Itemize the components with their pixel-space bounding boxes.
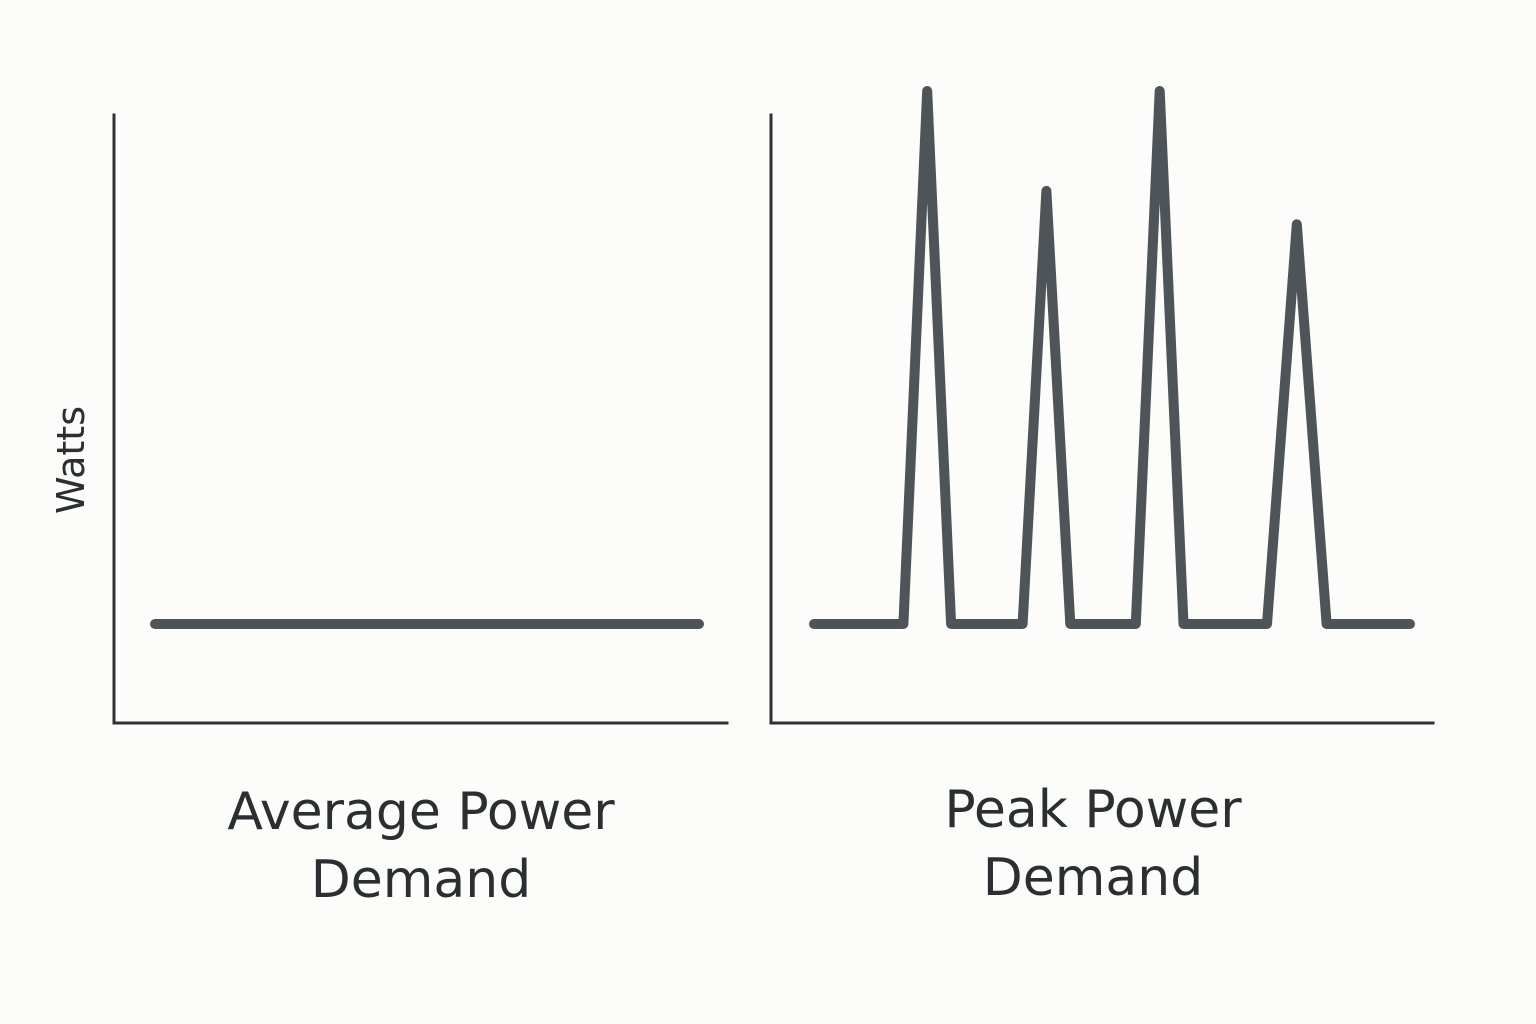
left-chart-title-line1: Average Power xyxy=(227,782,615,842)
right-panel xyxy=(769,86,1435,725)
peak-power-line xyxy=(809,86,1415,629)
right-chart-title: Peak Power Demand xyxy=(793,776,1393,912)
left-chart-title: Average Power Demand xyxy=(121,778,721,914)
right-chart-title-line1: Peak Power xyxy=(944,780,1242,840)
right-chart-title-line2: Demand xyxy=(982,848,1204,908)
left-panel xyxy=(112,113,729,725)
left-chart-title-line2: Demand xyxy=(310,850,532,910)
y-axis-label: Watts xyxy=(49,405,93,515)
